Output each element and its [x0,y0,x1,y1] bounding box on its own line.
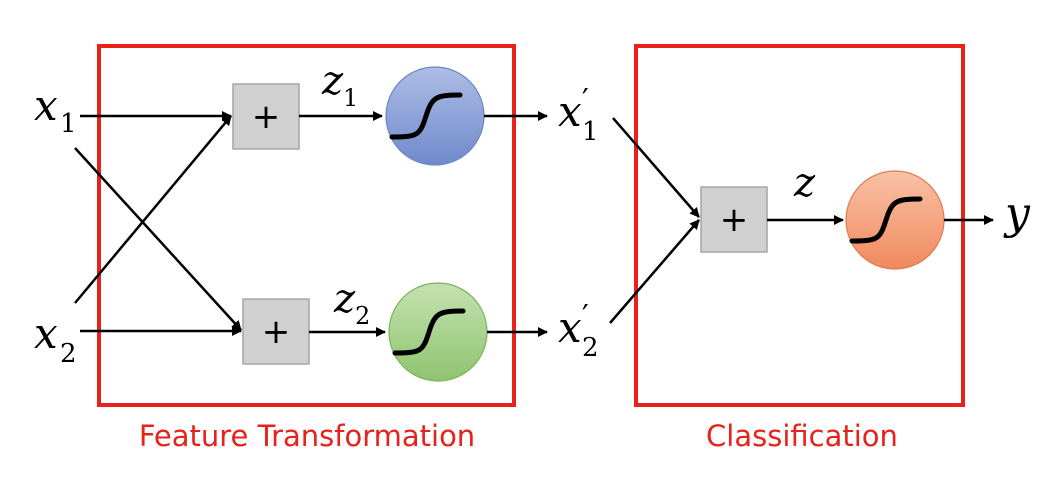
feature-transformation-caption: Feature Transformation [139,419,475,453]
z1-label: z 1 [321,58,358,112]
x1-base: x [34,81,58,130]
sum-node-3: + [700,186,768,253]
x1-prime-base: x [558,87,582,136]
z-label: z [793,160,816,206]
x2-prime-mark: ′ [582,299,589,334]
x2-prime-base: x [558,303,582,352]
neuron-output [845,170,945,270]
plus-icon: + [720,200,749,240]
x2-prime-subscript: 2 [582,333,599,363]
edge-x1-to-sum2 [74,147,242,331]
sum-node-1: + [232,83,300,150]
z2-label: z 2 [333,276,370,330]
classification-frame [634,44,965,407]
plus-icon: + [252,97,281,137]
x2-base: x [34,309,58,358]
z1-base: z [321,58,344,104]
edge-x1prime-to-sum3 [612,117,700,218]
feature-transformation-frame [97,44,516,407]
x1-prime-mark: ′ [582,83,589,118]
plus-icon: + [262,312,291,352]
edge-x2prime-to-sum3 [609,219,700,324]
x1-subscript: 1 [60,109,77,139]
x2-prime-label: x ′ 2 [558,299,599,363]
sigmoid-icon [849,196,923,244]
input-x1-label: x 1 [34,81,77,139]
neuron-1 [385,66,485,166]
sigmoid-icon [389,92,463,140]
x1-prime-label: x ′ 1 [558,83,599,147]
x1-prime-subscript: 1 [582,117,599,147]
z2-subscript: 2 [355,302,370,330]
sum-node-2: + [242,298,310,365]
sigmoid-icon [392,308,466,356]
z2-base: z [333,276,356,322]
y-label: y [1003,188,1031,239]
input-x2-label: x 2 [34,309,77,369]
edge-x2-to-sum1 [74,115,232,304]
z1-subscript: 1 [343,84,358,112]
neuron-2 [388,282,488,382]
classification-caption: Classification [706,419,898,453]
x2-subscript: 2 [60,339,77,369]
